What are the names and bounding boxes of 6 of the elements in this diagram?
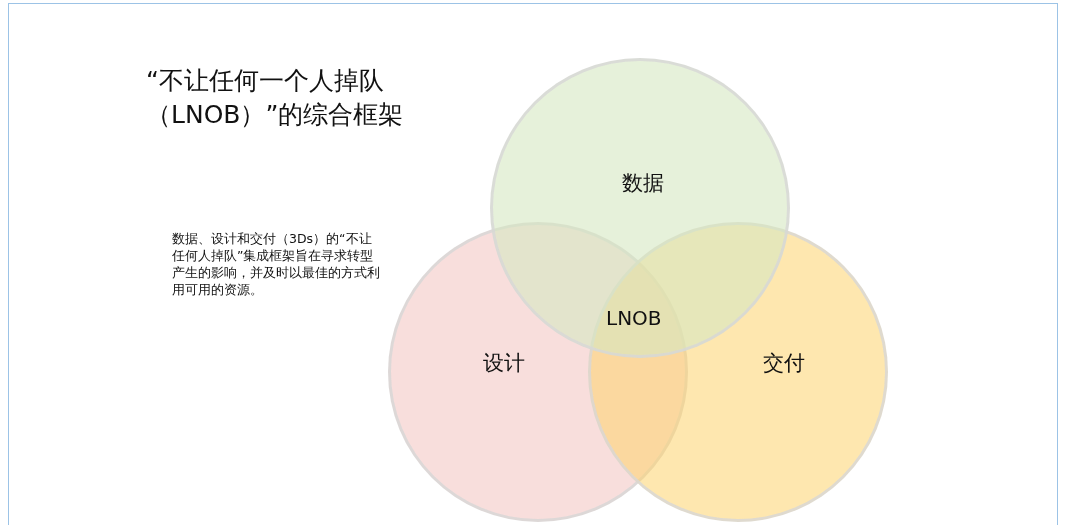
circle-label: 交付 xyxy=(763,350,805,377)
description-text: 数据、设计和交付（3Ds）的“不让任何人掉队”集成框架旨在寻求转型产生的影响，并及时以最佳的方式利用可用的资源。 xyxy=(172,230,381,298)
center-label: LNOB xyxy=(606,306,662,330)
circle-label: 数据 xyxy=(622,170,664,197)
title: “不让任何一个人掉队（LNOB）”的综合框架 xyxy=(146,65,405,131)
circle-label: 设计 xyxy=(483,350,525,377)
